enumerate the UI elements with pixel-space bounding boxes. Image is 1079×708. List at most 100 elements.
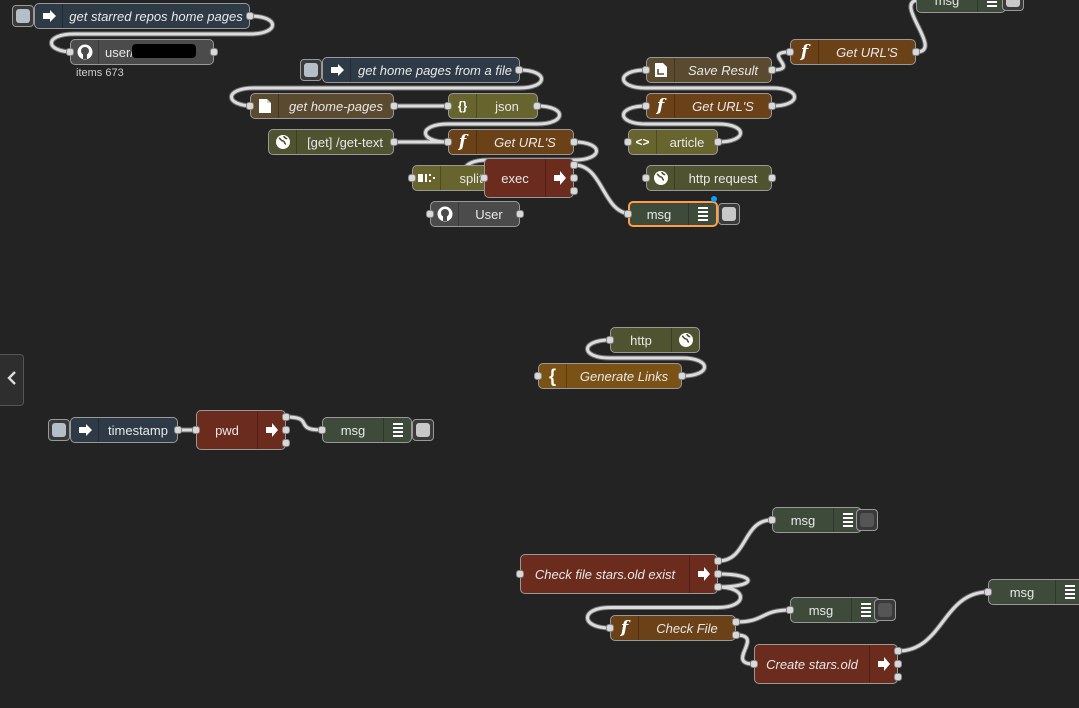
- input-port[interactable]: [192, 426, 200, 434]
- debug-toggle-button[interactable]: [856, 509, 878, 531]
- wire[interactable]: [283, 414, 325, 433]
- output-port[interactable]: [533, 102, 541, 110]
- input-port[interactable]: [768, 516, 776, 524]
- output-port[interactable]: [570, 138, 578, 146]
- output-port[interactable]: [282, 439, 290, 447]
- function-node[interactable]: f Get URL'S: [790, 39, 916, 65]
- wire[interactable]: [896, 590, 990, 653]
- wire[interactable]: [715, 571, 751, 590]
- output-port[interactable]: [570, 174, 578, 182]
- json-node[interactable]: {} json: [448, 93, 538, 119]
- input-port[interactable]: [750, 660, 758, 668]
- debug-toggle-button[interactable]: [1002, 0, 1024, 11]
- inject-button[interactable]: [300, 59, 322, 81]
- input-port[interactable]: [606, 336, 614, 344]
- github-node[interactable]: user/: [70, 39, 214, 65]
- inject-button[interactable]: [12, 5, 34, 27]
- output-port[interactable]: [894, 647, 902, 655]
- file-in-node[interactable]: get home-pages: [250, 93, 394, 119]
- inject-node[interactable]: get home pages from a file: [322, 57, 520, 83]
- inject-node[interactable]: get starred repos home pages: [34, 3, 250, 29]
- output-port[interactable]: [894, 673, 902, 681]
- file-out-node[interactable]: Save Result: [646, 57, 772, 83]
- inject-node[interactable]: timestamp: [70, 417, 178, 443]
- input-port[interactable]: [786, 606, 794, 614]
- http-in-node[interactable]: [get] /get-text: [268, 129, 394, 155]
- input-port[interactable]: [642, 174, 650, 182]
- output-port[interactable]: [246, 12, 254, 20]
- output-port[interactable]: [768, 102, 776, 110]
- debug-node[interactable]: msg: [988, 579, 1079, 605]
- output-port[interactable]: [390, 102, 398, 110]
- input-port[interactable]: [66, 48, 74, 56]
- sidebar-toggle-button[interactable]: [0, 354, 24, 406]
- output-port[interactable]: [732, 618, 740, 626]
- exec-node[interactable]: Create stars.old: [754, 644, 898, 684]
- output-port[interactable]: [174, 426, 182, 434]
- wire[interactable]: [734, 608, 792, 624]
- input-port[interactable]: [516, 570, 524, 578]
- input-port[interactable]: [426, 210, 434, 218]
- html-node[interactable]: <> article: [628, 129, 718, 155]
- input-port[interactable]: [606, 624, 614, 632]
- output-port[interactable]: [282, 426, 290, 434]
- debug-node[interactable]: msg: [322, 417, 412, 443]
- input-port[interactable]: [984, 588, 992, 596]
- output-port[interactable]: [768, 66, 776, 74]
- output-port[interactable]: [678, 372, 686, 380]
- function-node[interactable]: f Check File: [610, 615, 736, 641]
- input-port[interactable]: [642, 66, 650, 74]
- input-port[interactable]: [444, 138, 452, 146]
- wire[interactable]: [571, 162, 635, 217]
- github-node[interactable]: User: [430, 201, 520, 227]
- template-node[interactable]: { Generate Links: [538, 363, 682, 389]
- exec-node[interactable]: exec: [484, 158, 574, 198]
- output-port[interactable]: [714, 138, 722, 146]
- input-port[interactable]: [408, 174, 416, 182]
- inject-button[interactable]: [48, 419, 70, 441]
- output-port[interactable]: [714, 570, 722, 578]
- debug-toggle-button[interactable]: [412, 419, 434, 441]
- output-port[interactable]: [732, 631, 740, 639]
- exec-node[interactable]: Check file stars.old exist: [520, 554, 718, 594]
- wire[interactable]: [572, 163, 634, 216]
- input-port[interactable]: [534, 372, 542, 380]
- input-port[interactable]: [246, 102, 254, 110]
- output-port[interactable]: [894, 660, 902, 668]
- wire[interactable]: [716, 572, 750, 589]
- debug-toggle-button[interactable]: [718, 203, 740, 225]
- input-port[interactable]: [786, 48, 794, 56]
- http-request-node[interactable]: http request: [646, 165, 772, 191]
- output-port[interactable]: [210, 48, 218, 56]
- output-port[interactable]: [570, 161, 578, 169]
- debug-node[interactable]: msg: [628, 201, 718, 227]
- debug-node[interactable]: msg: [916, 0, 1006, 13]
- output-port[interactable]: [515, 66, 523, 74]
- output-port[interactable]: [570, 187, 578, 195]
- wire[interactable]: [895, 589, 991, 654]
- output-port[interactable]: [714, 557, 722, 565]
- input-port[interactable]: [318, 426, 326, 434]
- wire[interactable]: [284, 415, 324, 432]
- output-port[interactable]: [768, 174, 776, 182]
- debug-node[interactable]: msg: [772, 507, 862, 533]
- input-port[interactable]: [480, 174, 488, 182]
- wire[interactable]: [715, 517, 775, 564]
- output-port[interactable]: [912, 48, 920, 56]
- input-port[interactable]: [624, 210, 632, 218]
- output-port[interactable]: [282, 413, 290, 421]
- input-port[interactable]: [642, 102, 650, 110]
- input-port[interactable]: [444, 102, 452, 110]
- exec-node[interactable]: pwd: [196, 410, 286, 450]
- output-port[interactable]: [714, 583, 722, 591]
- output-port[interactable]: [390, 138, 398, 146]
- debug-toggle-button[interactable]: [874, 599, 896, 621]
- wire[interactable]: [716, 518, 774, 563]
- input-port[interactable]: [624, 138, 632, 146]
- function-node[interactable]: f Get URL'S: [646, 93, 772, 119]
- debug-node[interactable]: msg: [790, 597, 880, 623]
- function-node[interactable]: f Get URL'S: [448, 129, 574, 155]
- output-port[interactable]: [516, 210, 524, 218]
- wire[interactable]: [733, 607, 793, 625]
- http-in-node[interactable]: http: [610, 327, 700, 353]
